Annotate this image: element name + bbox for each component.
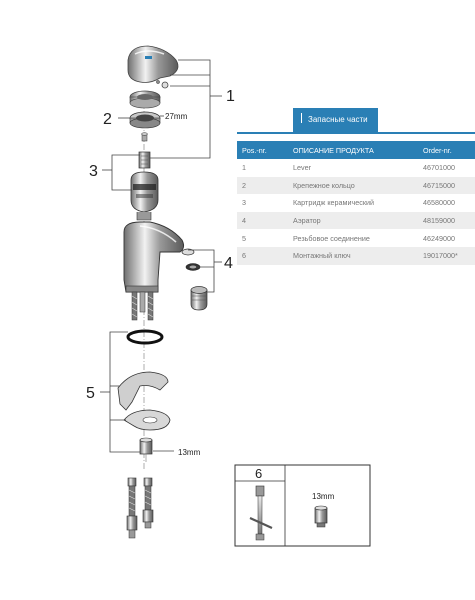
header-description: ОПИСАНИЕ ПРОДУКТА — [288, 141, 418, 159]
screw-part — [141, 132, 148, 142]
table-row: 1 Lever 46701000 — [237, 159, 475, 177]
cell-order: 46249000 — [418, 229, 475, 247]
cell-pos: 6 — [237, 246, 288, 265]
cell-order: 48159000 — [418, 211, 475, 230]
callout-6: 6 — [255, 466, 262, 481]
callout-3: 3 — [89, 163, 98, 180]
cell-order: 19017000* — [418, 246, 475, 265]
tab-label: Запасные части — [308, 115, 368, 124]
cell-description: Крепежное кольцо — [288, 176, 418, 195]
tab-spare-parts[interactable]: Запасные части — [293, 108, 378, 132]
table-row: 2 Крепежное кольцо 46715000 — [237, 176, 475, 195]
table-row: 4 Аэратор 48159000 — [237, 211, 475, 230]
mounting-key-icon — [249, 485, 273, 541]
cap-ring-part — [129, 90, 161, 109]
header-order: Order-nr. — [418, 141, 475, 159]
dimension-key: 13mm — [312, 492, 335, 501]
tab-marker — [301, 113, 302, 123]
cell-pos: 5 — [237, 229, 288, 247]
aerator-part — [181, 248, 208, 311]
cell-pos: 2 — [237, 176, 288, 195]
cell-order: 46701000 — [418, 159, 475, 177]
key-nut-icon — [314, 505, 328, 528]
bracket-1 — [150, 59, 222, 159]
tab-underline — [237, 132, 475, 134]
callout-2: 2 — [103, 111, 112, 128]
lever-part — [127, 45, 179, 89]
table-row: 6 Монтажный ключ 19017000* — [237, 246, 475, 265]
faucet-body — [123, 221, 185, 293]
cell-pos: 4 — [237, 211, 288, 230]
dimension-ring: 27mm — [165, 112, 188, 121]
bracket-4 — [188, 249, 222, 293]
cell-description: Резьбовое соединение — [288, 229, 418, 247]
callout-5: 5 — [86, 385, 95, 402]
table-header-row: Pos.-nr. ОПИСАНИЕ ПРОДУКТА Order-nr. — [237, 141, 475, 159]
callout-4: 4 — [224, 255, 233, 272]
header-pos: Pos.-nr. — [237, 141, 288, 159]
cell-description: Картридж керамический — [288, 194, 418, 212]
supply-hoses — [126, 477, 154, 539]
fixing-ring-part — [129, 111, 161, 129]
mounting-set-part — [117, 329, 171, 462]
cell-pos: 3 — [237, 194, 288, 212]
table-row: 3 Картридж керамический 46580000 — [237, 194, 475, 212]
cell-order: 46580000 — [418, 194, 475, 212]
cartridge-part — [130, 151, 159, 221]
bracket-5 — [100, 331, 140, 453]
cell-order: 46715000 — [418, 176, 475, 195]
cell-description: Lever — [288, 159, 418, 177]
dimension-nut: 13mm — [178, 448, 201, 457]
tool-box: 6 13mm — [234, 464, 371, 547]
cell-description: Аэратор — [288, 211, 418, 230]
spare-parts-table: Pos.-nr. ОПИСАНИЕ ПРОДУКТА Order-nr. 1 L… — [237, 141, 475, 265]
flexible-hoses — [131, 291, 154, 321]
cell-description: Монтажный ключ — [288, 246, 418, 265]
callout-1: 1 — [226, 88, 235, 105]
bracket-3 — [102, 154, 140, 191]
cell-pos: 1 — [237, 159, 288, 177]
table-row: 5 Резьбовое соединение 46249000 — [237, 229, 475, 247]
